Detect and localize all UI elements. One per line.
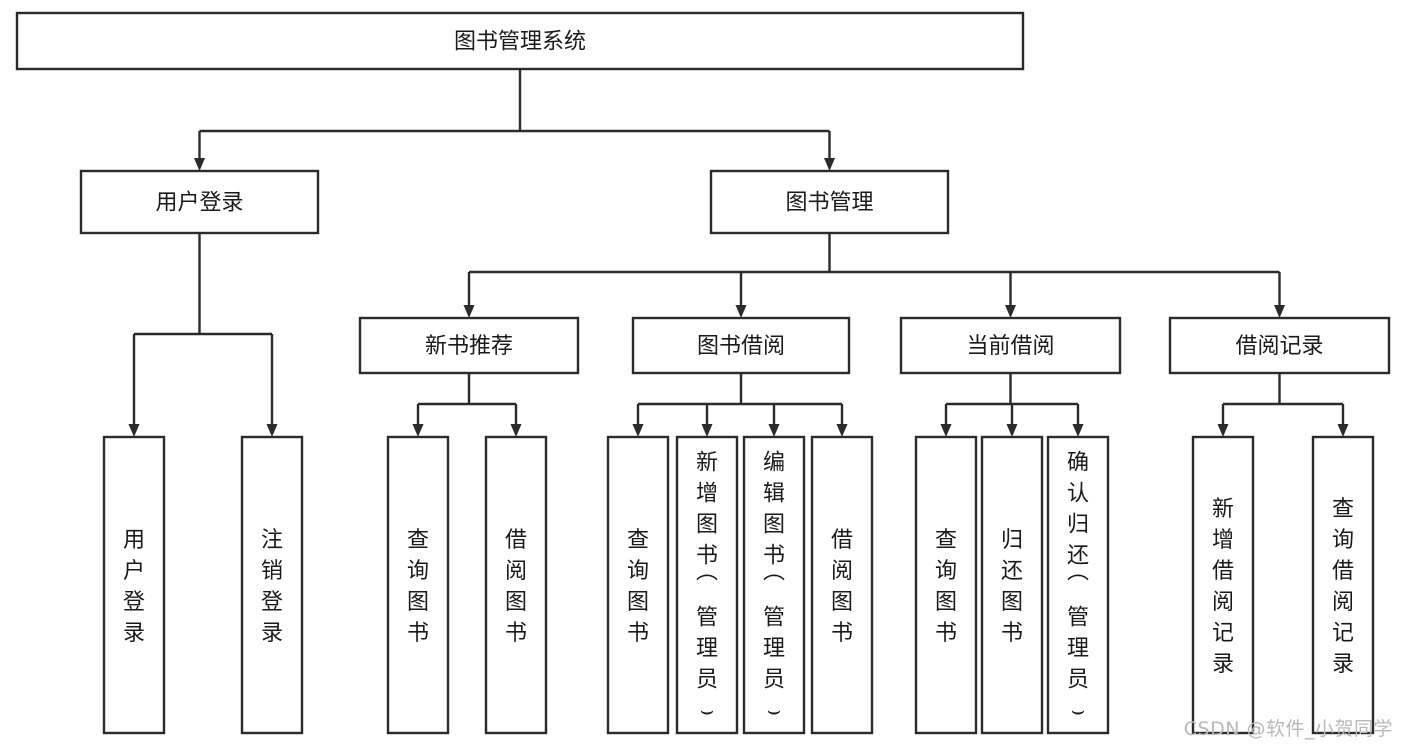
node-leaf-confirm-return[interactable]: 确认归还⌒管理员⌣ [1046,435,1110,735]
arrow-head-icon [412,424,424,437]
node-label: 注销登录 [261,528,283,646]
connector-group [128,233,278,437]
node-box [79,169,320,235]
node-box [1311,435,1375,735]
node-box [709,169,950,235]
arrow-head-icon [768,424,780,437]
node-box [358,316,580,375]
node-user-login[interactable]: 用户登录 [79,169,320,235]
connectors-layer [128,69,1349,437]
node-label: 图书管理 [785,191,873,216]
arrow-head-icon [701,424,713,437]
node-label: 借阅图书 [505,528,527,646]
node-box [484,435,548,735]
node-leaf-return-book[interactable]: 归还图书 [980,435,1044,735]
node-box [914,435,978,735]
arrow-head-icon [1274,305,1285,318]
node-box [606,435,670,735]
node-box [1168,316,1391,375]
node-label: 查询图书 [935,528,957,646]
node-leaf-query-book-3[interactable]: 查询图书 [914,435,978,735]
node-box [102,435,166,735]
node-leaf-query-book-2[interactable]: 查询图书 [606,435,670,735]
arrow-head-icon [1006,424,1018,437]
node-book-borrow[interactable]: 图书借阅 [631,316,851,375]
node-leaf-query-book-1[interactable]: 查询图书 [386,435,450,735]
arrow-head-icon [940,424,952,437]
node-box [899,316,1122,375]
node-box [742,435,806,735]
connector-group [632,373,848,437]
node-leaf-add-record[interactable]: 新增借阅记录 [1191,435,1255,735]
connector-group [412,373,522,437]
node-box [810,435,874,735]
node-label: 归还图书 [1001,528,1023,646]
node-label: 编辑图书⌒管理员⌣ [763,451,785,724]
node-leaf-user-login[interactable]: 用户登录 [102,435,166,735]
arrow-head-icon [128,424,140,437]
node-label: 新增图书⌒管理员⌣ [696,451,718,724]
node-box [980,435,1044,735]
node-label: 确认归还⌒管理员⌣ [1067,451,1089,724]
arrow-head-icon [1337,424,1349,437]
node-box [1046,435,1110,735]
node-leaf-query-record[interactable]: 查询借阅记录 [1311,435,1375,735]
node-label: 借阅记录 [1235,334,1323,359]
nodes-layer: 图书管理系统用户登录图书管理新书推荐图书借阅当前借阅借阅记录用户登录注销登录查询… [15,11,1391,735]
node-borrow-record[interactable]: 借阅记录 [1168,316,1391,375]
node-current-borrow[interactable]: 当前借阅 [899,316,1122,375]
arrow-head-icon [266,424,278,437]
node-new-book[interactable]: 新书推荐 [358,316,580,375]
arrow-head-icon [735,305,747,318]
node-label: 新增借阅记录 [1212,497,1234,677]
node-root[interactable]: 图书管理系统 [15,11,1025,71]
arrow-head-icon [1072,424,1084,437]
node-box [1191,435,1255,735]
node-label: 用户登录 [155,191,243,216]
node-box [675,435,739,735]
connector-group [1217,373,1349,437]
arrow-head-icon [1217,424,1229,437]
node-book-manage[interactable]: 图书管理 [709,169,950,235]
arrow-head-icon [632,424,644,437]
arrow-head-icon [463,305,475,318]
node-label: 借阅图书 [831,528,853,646]
arrow-head-icon [510,424,522,437]
connector-group [194,69,835,171]
node-leaf-borrow-book-1[interactable]: 借阅图书 [484,435,548,735]
watermark-text: CSDN @软件_小贺同学 [1183,718,1393,740]
node-leaf-add-book[interactable]: 新增图书⌒管理员⌣ [675,435,739,735]
arrow-head-icon [824,158,835,171]
connector-group [940,373,1084,437]
connector-group [463,233,1285,318]
arrow-head-icon [836,424,848,437]
node-label: 图书借阅 [697,334,785,359]
node-label: 查询图书 [407,528,429,646]
node-label: 当前借阅 [966,334,1054,359]
node-label: 查询图书 [627,528,649,646]
node-box [631,316,851,375]
node-leaf-borrow-book-2[interactable]: 借阅图书 [810,435,874,735]
node-box [240,435,304,735]
node-leaf-edit-book[interactable]: 编辑图书⌒管理员⌣ [742,435,806,735]
node-box [386,435,450,735]
arrow-head-icon [1005,305,1016,318]
node-label: 新书推荐 [425,334,513,359]
node-leaf-logout[interactable]: 注销登录 [240,435,304,735]
node-label: 查询借阅记录 [1332,497,1354,677]
arrow-head-icon [194,158,205,171]
node-box [15,11,1025,71]
node-label: 图书管理系统 [454,30,586,55]
node-label: 用户登录 [123,528,145,646]
